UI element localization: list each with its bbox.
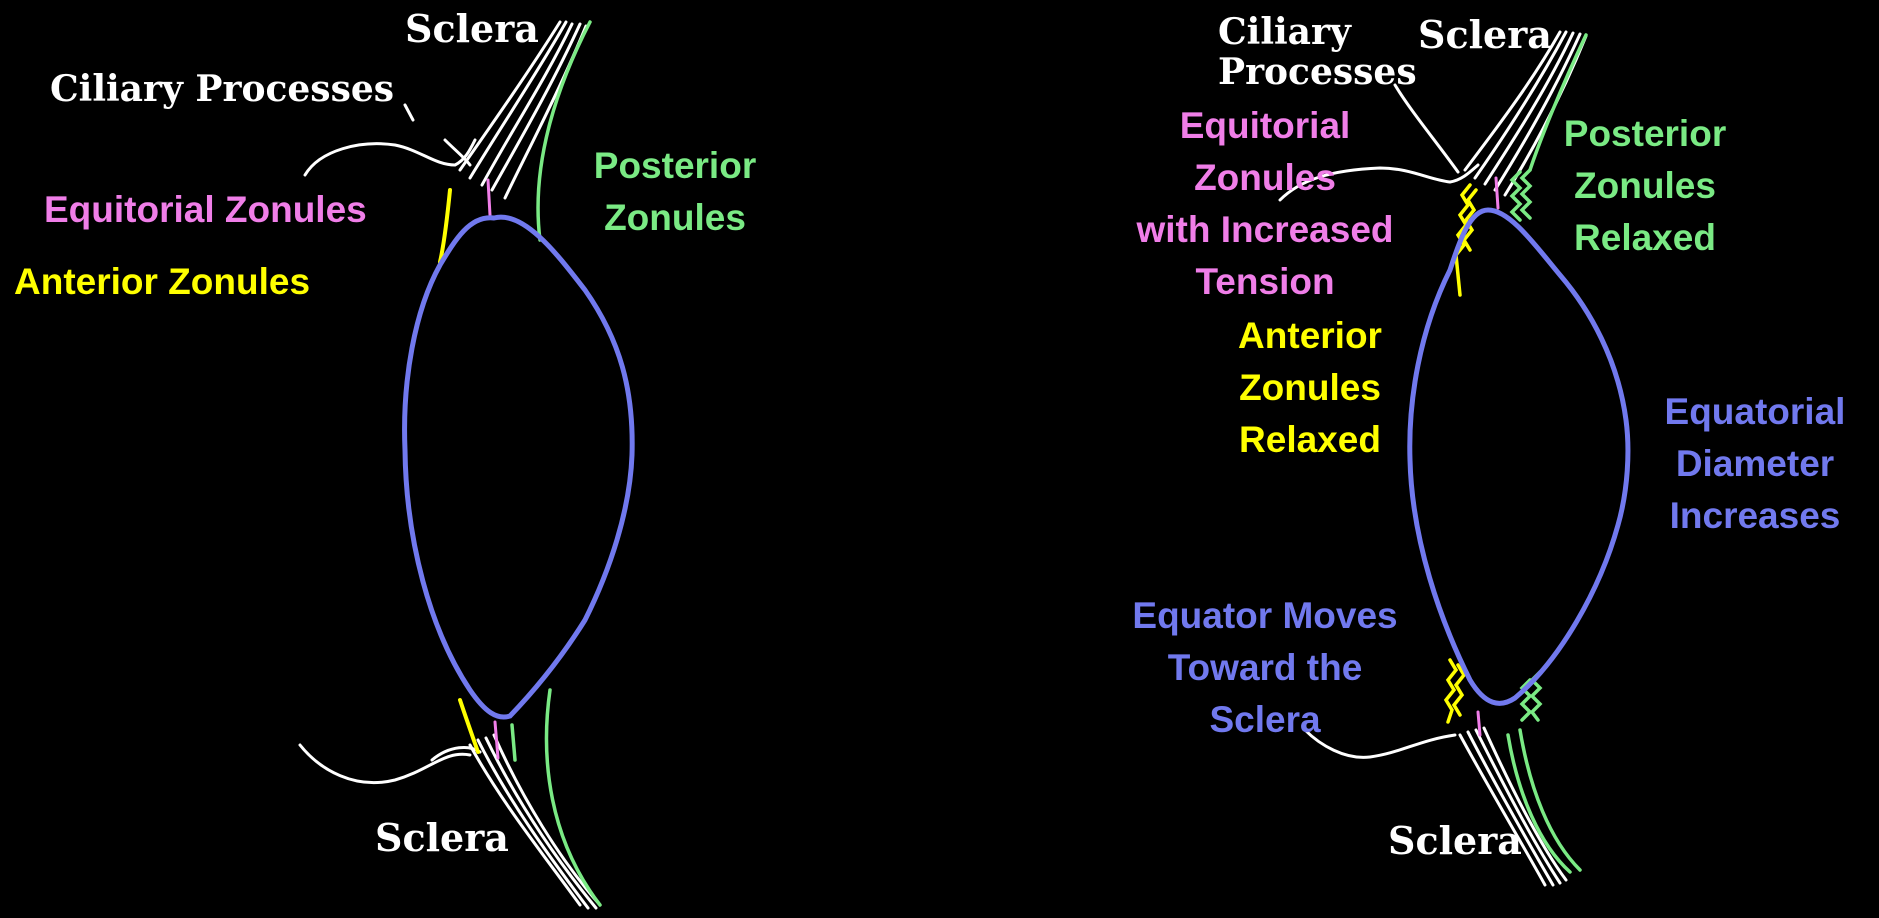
left-posterior-line: Posterior (570, 140, 780, 192)
left-equitorial-zonules (488, 180, 498, 758)
left-ciliary-processes-label: Ciliary Processes (50, 68, 394, 110)
right-anterior-line: Anterior (1200, 310, 1420, 362)
right-ciliary-processes-label: Ciliary Processes (1218, 12, 1417, 92)
right-equitorial-line: Zonules (1100, 152, 1430, 204)
right-equitorial-line: with Increased (1100, 204, 1430, 256)
right-diameter-line: Increases (1640, 490, 1870, 542)
right-equitorial-line: Equitorial (1100, 100, 1430, 152)
left-sclera-bottom-label: Sclera (375, 815, 509, 860)
right-anterior-line: Zonules (1200, 362, 1420, 414)
right-anterior-line: Relaxed (1200, 414, 1420, 466)
right-posterior-line: Zonules (1540, 160, 1750, 212)
right-diameter-line: Equatorial (1640, 386, 1870, 438)
right-equitorial-line: Tension (1100, 256, 1430, 308)
left-posterior-line: Zonules (570, 192, 780, 244)
right-diameter-line: Diameter (1640, 438, 1870, 490)
right-equator-line: Equator Moves (1105, 590, 1425, 642)
right-equitorial-zonules-label: Equitorial Zonules with Increased Tensio… (1100, 100, 1430, 308)
right-equitorial-zonules (1478, 178, 1498, 735)
right-posterior-line: Relaxed (1540, 212, 1750, 264)
right-posterior-zonules-label: Posterior Zonules Relaxed (1540, 108, 1750, 264)
left-anterior-zonules-label: Anterior Zonules (14, 256, 310, 308)
right-lens (1410, 210, 1628, 703)
left-posterior-zonules-label: Posterior Zonules (570, 140, 780, 244)
right-ciliary-line: Ciliary (1218, 12, 1417, 52)
right-equator-line: Sclera (1105, 694, 1425, 746)
right-posterior-line: Posterior (1540, 108, 1750, 160)
left-ciliary-process-top (305, 105, 475, 175)
left-lens (405, 217, 633, 717)
right-sclera-top-label: Sclera (1418, 12, 1552, 57)
left-ciliary-process-bottom (300, 745, 480, 783)
right-sclera-bottom-label: Sclera (1388, 818, 1522, 863)
right-equatorial-diameter-label: Equatorial Diameter Increases (1640, 386, 1870, 542)
right-equator-moves-label: Equator Moves Toward the Sclera (1105, 590, 1425, 746)
right-ciliary-line: Processes (1218, 52, 1417, 92)
right-equator-line: Toward the (1105, 642, 1425, 694)
right-anterior-zonules-label: Anterior Zonules Relaxed (1200, 310, 1420, 466)
left-equitorial-zonules-label: Equitorial Zonules (44, 184, 367, 236)
left-sclera-top-label: Sclera (405, 6, 539, 51)
